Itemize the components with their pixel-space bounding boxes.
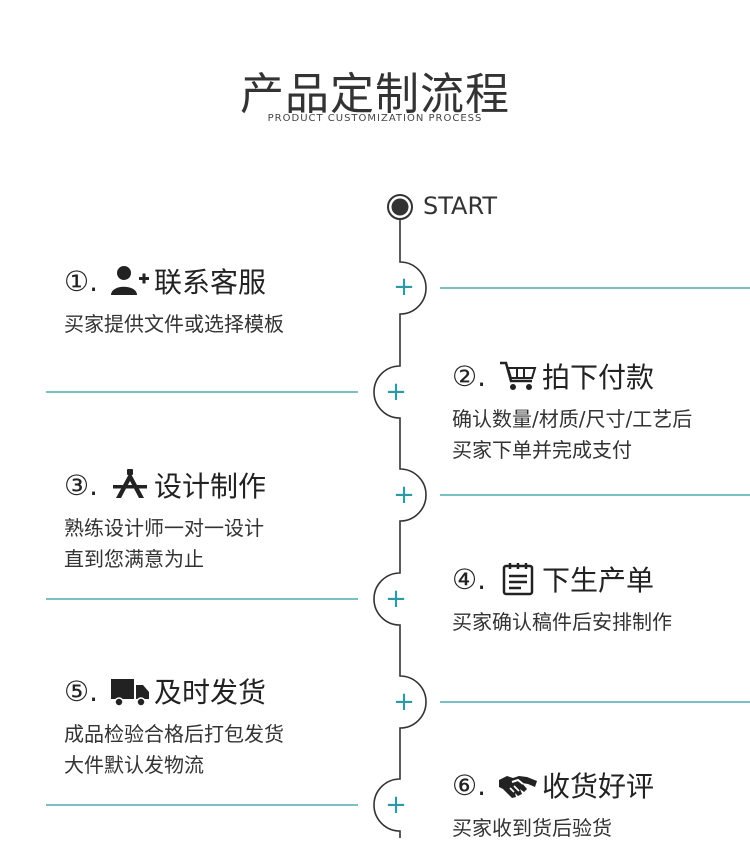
handshake-icon (498, 768, 538, 802)
step-production-order: ④ . 下生产单 买家确认稿件后安排制作 (452, 559, 672, 638)
step-number: ② (452, 359, 478, 393)
start-label: START (423, 192, 498, 220)
plus-icon: + (393, 480, 415, 510)
step-title: 拍下付款 (542, 361, 655, 394)
step-place-order: ② . 拍下付款 确认数量/材质/尺寸/工艺后 买家下单并完成支付 (452, 356, 692, 466)
step-description: 买家确认稿件后安排制作 (452, 610, 672, 634)
step-description: 买家提供文件或选择模板 (64, 312, 284, 336)
timeline-path (373, 219, 427, 838)
design-tools-icon (110, 468, 150, 502)
plus-icon: + (393, 272, 415, 302)
step-dot: . (89, 468, 99, 502)
step-description: 熟练设计师一对一设计 直到您满意为止 (64, 516, 264, 571)
step-number: ④ (452, 562, 478, 596)
start-marker-inner (391, 198, 409, 216)
plus-icon: + (393, 687, 415, 717)
step-title: 联系客服 (154, 266, 267, 299)
page-subtitle: PRODUCT CUSTOMIZATION PROCESS (267, 113, 483, 124)
step-title: 下生产单 (542, 564, 655, 597)
plus-icon: + (385, 584, 407, 614)
step-design: ③ . 设计制作 熟练设计师一对一设计 直到您满意为止 (64, 465, 266, 575)
step-title: 及时发货 (154, 676, 267, 709)
step-description: 买家收到货后验货 (452, 816, 612, 840)
plus-icon: + (385, 790, 407, 820)
step-title: 收货好评 (542, 770, 655, 803)
step-dot: . (477, 768, 487, 802)
step-shipping: ⑤ . 及时发货 成品检验合格后打包发货 大件默认发物流 (64, 671, 284, 781)
page-title: 产品定制流程 (240, 69, 510, 120)
step-number: ① (64, 264, 90, 298)
step-title: 设计制作 (154, 470, 267, 503)
step-number: ⑥ (452, 768, 478, 802)
step-dot: . (477, 562, 487, 596)
delivery-truck-icon (110, 674, 150, 708)
step-description: 成品检验合格后打包发货 大件默认发物流 (64, 722, 284, 777)
notepad-icon (498, 562, 538, 596)
plus-icon: + (385, 377, 407, 407)
step-number: ⑤ (64, 674, 90, 708)
step-dot: . (477, 359, 487, 393)
step-dot: . (89, 264, 99, 298)
step-description: 确认数量/材质/尺寸/工艺后 买家下单并完成支付 (452, 407, 693, 462)
add-user-icon (110, 264, 150, 298)
step-dot: . (89, 674, 99, 708)
step-contact-service: ① . 联系客服 买家提供文件或选择模板 (64, 261, 284, 340)
step-receive-review: ⑥ . 收货好评 买家收到货后验货 (452, 765, 654, 844)
step-number: ③ (64, 468, 90, 502)
shopping-cart-icon (498, 359, 538, 393)
